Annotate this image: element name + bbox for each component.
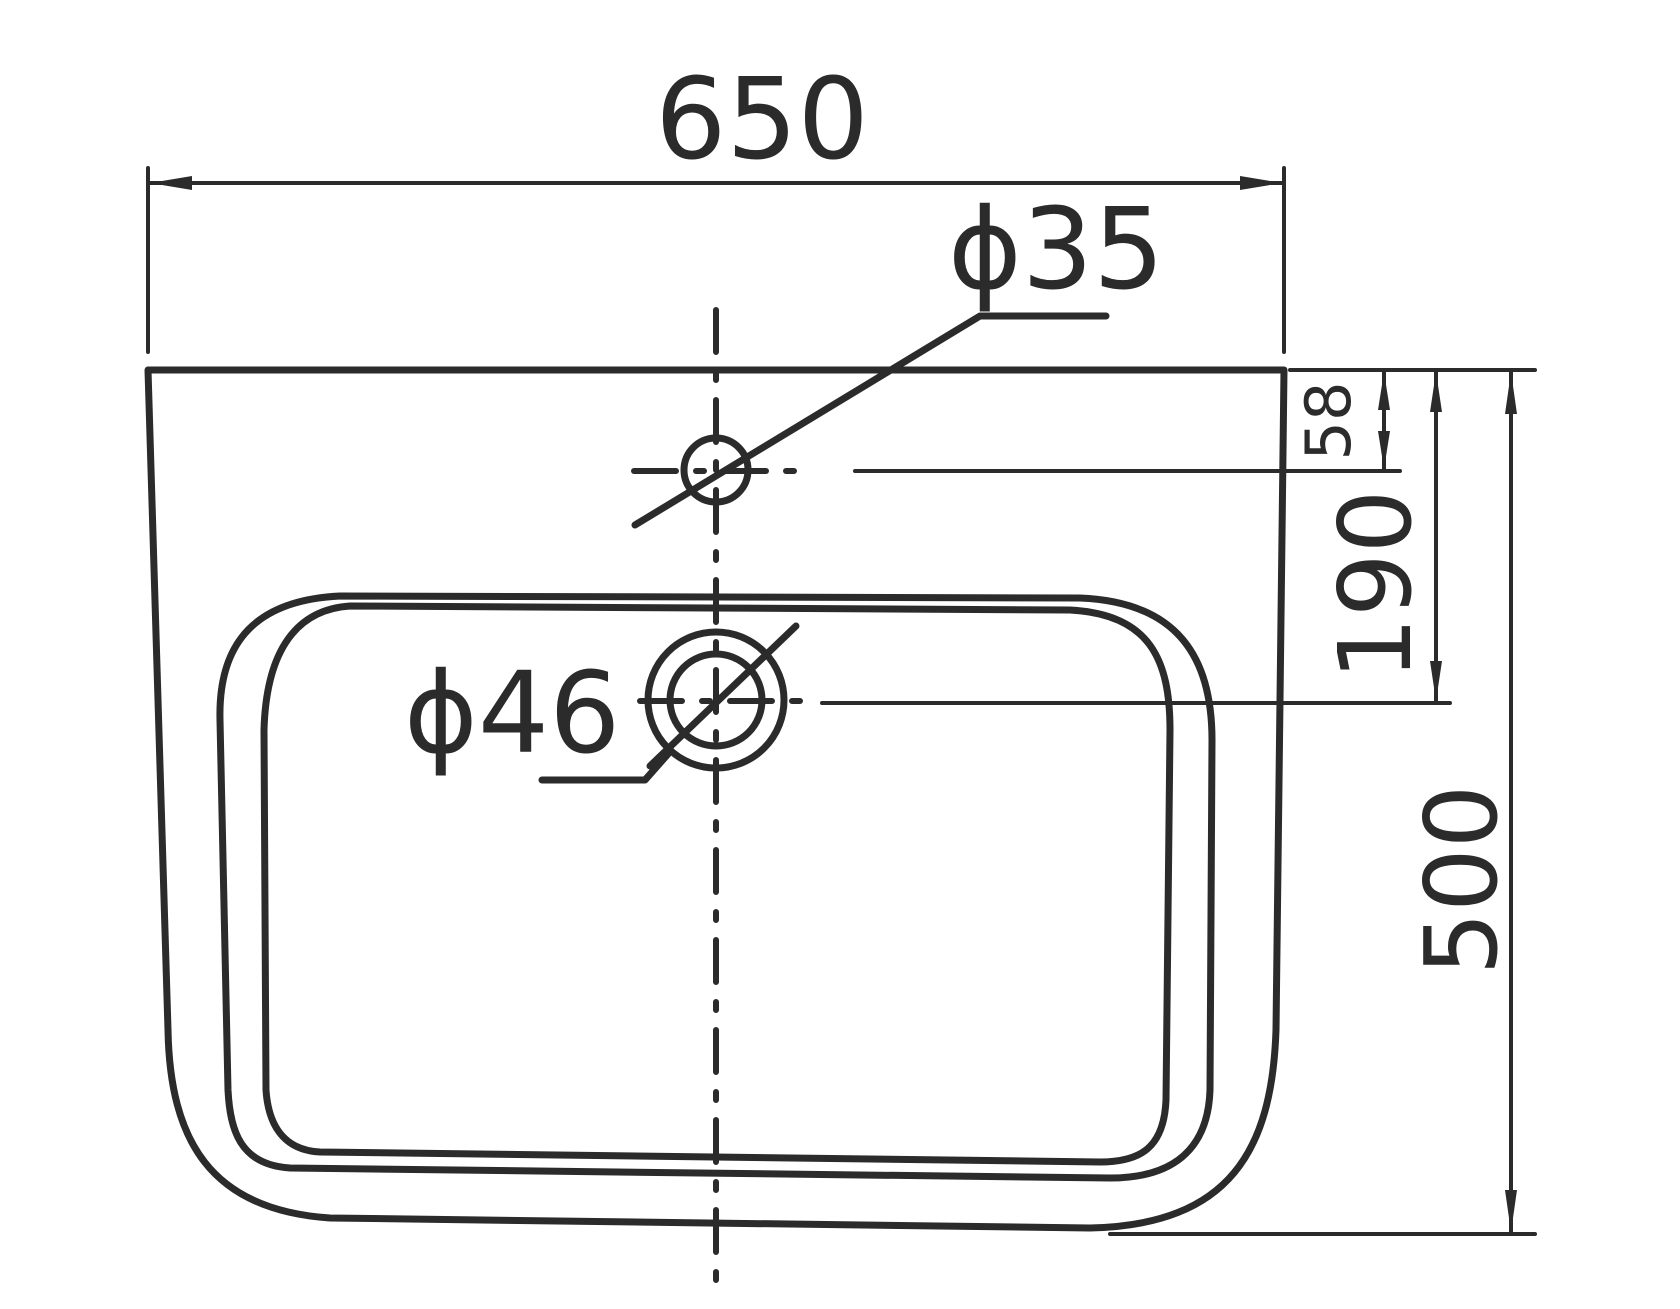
drain-diameter-label: ϕ46 bbox=[404, 649, 620, 779]
tap-hole-offset-arrow-bottom bbox=[1378, 431, 1390, 469]
tap-hole-offset-label: 58 bbox=[1292, 382, 1365, 461]
tap-hole-leader bbox=[631, 312, 1110, 529]
tap-hole-group: ϕ35 bbox=[631, 185, 1402, 529]
drain-offset-arrow-top bbox=[1430, 372, 1442, 412]
drain-offset-label: 190 bbox=[1317, 490, 1434, 681]
width-arrow-right bbox=[1240, 176, 1282, 190]
depth-dimensions: 58 190 500 bbox=[1108, 368, 1537, 1236]
tap-hole-diameter-label: ϕ35 bbox=[948, 185, 1164, 315]
depth-arrow-top bbox=[1505, 372, 1517, 414]
bowl-outer-rim bbox=[216, 592, 1216, 1182]
drain-offset-arrow-bottom bbox=[1430, 661, 1442, 701]
drain-group: ϕ46 bbox=[404, 622, 1452, 784]
bowl-inner-rim bbox=[260, 602, 1174, 1166]
tap-hole-offset-arrow-top bbox=[1378, 372, 1390, 410]
basin-outer-outline bbox=[144, 366, 1288, 1232]
drain-diagonal bbox=[646, 622, 800, 770]
width-arrow-left bbox=[150, 176, 192, 190]
drain-leader bbox=[538, 750, 672, 784]
depth-arrow-bottom bbox=[1505, 1190, 1517, 1232]
depth-label: 500 bbox=[1403, 785, 1520, 976]
width-dimension: 650 bbox=[146, 55, 1286, 354]
width-label: 650 bbox=[655, 55, 869, 185]
